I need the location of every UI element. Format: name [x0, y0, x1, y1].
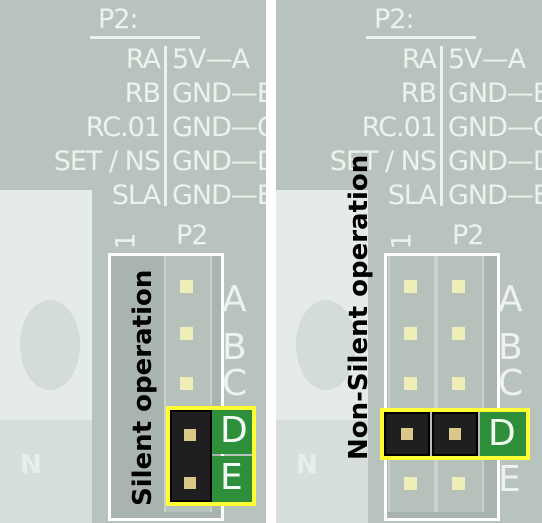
label-gnd-c: GND—C	[172, 112, 266, 143]
pin-e1	[404, 477, 417, 490]
jumper-cap	[170, 410, 212, 502]
pin-column-2	[436, 256, 484, 512]
non-silent-operation-panel: P2: RA RB RC.01 SET / NS SLA 5V—A GND—B …	[276, 0, 542, 523]
jumper-pin-d1	[401, 428, 413, 440]
pin-a1	[404, 280, 417, 293]
row-d-label: D	[220, 410, 248, 451]
pin-c2	[452, 377, 465, 390]
pin-a	[180, 280, 193, 293]
panel-divider	[266, 0, 276, 523]
pin-b2	[452, 327, 465, 340]
label-rc01: RC.01	[85, 112, 161, 143]
row-e-label: E	[220, 457, 243, 498]
jumper-pin-d	[184, 429, 196, 441]
jumper-highlight	[380, 408, 530, 460]
jumper-cap-1	[384, 412, 430, 456]
label-ra: RA	[125, 44, 161, 75]
header-underline	[90, 36, 200, 39]
label-5v-a: 5V—A	[448, 44, 526, 75]
plug-base	[276, 420, 368, 523]
label-gnd-c: GND—C	[448, 112, 542, 143]
row-d-active	[212, 410, 252, 454]
pin-b1	[404, 327, 417, 340]
label-sla: SLA	[387, 180, 437, 211]
label-gnd-d: GND—D	[448, 146, 542, 177]
n-mark: N	[20, 450, 42, 480]
pin-c1	[404, 377, 417, 390]
pin-one-mark: 1	[110, 233, 142, 250]
label-rc01: RC.01	[361, 112, 437, 143]
row-a-label: A	[498, 279, 523, 320]
row-d-label: D	[488, 413, 516, 454]
silent-operation-panel: P2: RA RB RC.01 SET / NS SLA 5V—A GND—B …	[0, 0, 266, 523]
plug-base	[0, 420, 92, 523]
row-a-label: A	[222, 279, 247, 320]
pin-one-mark: 1	[386, 233, 418, 250]
jumper-pin-e	[184, 477, 196, 489]
label-separator	[164, 46, 167, 206]
header-underline	[366, 36, 476, 39]
row-b-label: B	[498, 327, 523, 368]
label-gnd-d: GND—D	[172, 146, 266, 177]
label-rb: RB	[124, 78, 161, 109]
row-d-active	[480, 412, 526, 456]
connector-label: P2	[176, 220, 208, 251]
label-gnd-b: GND—B	[172, 78, 266, 109]
pin-c	[180, 377, 193, 390]
row-c-label: C	[498, 363, 524, 404]
label-5v-a: 5V—A	[172, 44, 250, 75]
label-gnd-b: GND—B	[448, 78, 542, 109]
label-rb: RB	[400, 78, 437, 109]
plug-socket	[20, 300, 80, 390]
label-sla: SLA	[111, 180, 161, 211]
connector-label: P2	[452, 220, 484, 251]
row-c-label: C	[222, 363, 248, 404]
silent-operation-caption: Silent operation	[128, 269, 158, 506]
label-set-ns: SET / NS	[329, 146, 437, 177]
p2-header: P2:	[374, 4, 415, 35]
jumper-highlight	[166, 406, 256, 506]
pin-e2	[452, 477, 465, 490]
plug-socket	[296, 300, 356, 390]
non-silent-operation-caption: Non-Silent operation	[344, 154, 374, 460]
p2-header: P2:	[98, 4, 139, 35]
n-mark: N	[296, 450, 318, 480]
label-set-ns: SET / NS	[53, 146, 161, 177]
jumper-pin-d2	[449, 428, 461, 440]
label-gnd-e: GND—E	[172, 180, 266, 211]
pin-a2	[452, 280, 465, 293]
row-e-active	[212, 456, 252, 502]
row-e-label: E	[498, 459, 521, 500]
row-b-label: B	[222, 327, 247, 368]
label-gnd-e: GND—E	[448, 180, 542, 211]
label-ra: RA	[401, 44, 437, 75]
label-separator	[440, 46, 443, 206]
pin-b	[180, 327, 193, 340]
